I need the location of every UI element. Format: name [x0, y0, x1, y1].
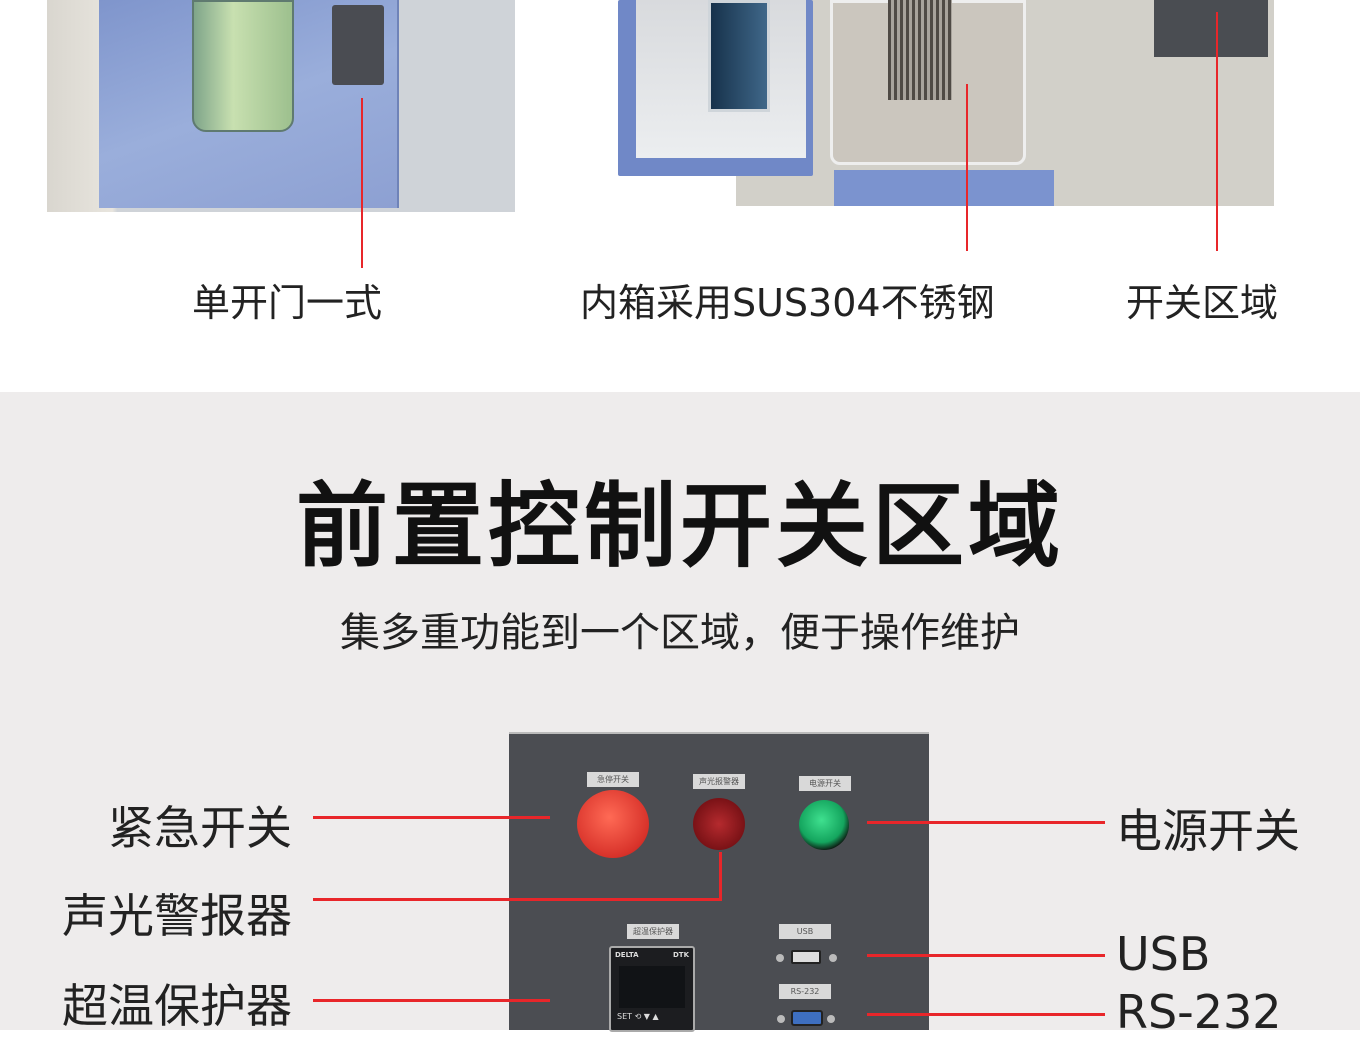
callout-rs232: RS-232	[1116, 985, 1282, 1039]
door-handle	[332, 5, 384, 85]
estop-plate: 急停开关	[587, 772, 639, 787]
callout-buzzer: 声光警报器	[62, 889, 292, 943]
rs232-port-icon	[791, 1010, 823, 1026]
controller-keys: SET ⟲ ▼ ▲	[617, 1012, 659, 1021]
callout-line	[313, 816, 550, 819]
caption-liner: 内箱采用SUS304不锈钢	[580, 281, 995, 325]
screw-icon	[827, 1015, 835, 1023]
section-subtitle: 集多重功能到一个区域，便于操作维护	[340, 610, 1020, 656]
callout-power: 电源开关	[1116, 804, 1300, 858]
controller-brand: DELTA	[615, 951, 639, 959]
section-title: 前置控制开关区域	[295, 473, 1064, 580]
buzzer-plate: 声光报警器	[693, 774, 745, 789]
callout-line	[867, 1013, 1105, 1016]
callout-line	[719, 852, 722, 901]
callout-overtemp: 超温保护器	[62, 979, 292, 1033]
power-button	[799, 800, 849, 850]
callout-line	[966, 84, 968, 251]
screw-icon	[777, 1015, 785, 1023]
callout-line	[867, 954, 1105, 957]
callout-usb: USB	[1116, 927, 1211, 981]
screw-icon	[776, 954, 784, 962]
controller-display	[619, 966, 685, 1008]
emergency-stop-button	[577, 790, 649, 858]
callout-line	[313, 999, 550, 1002]
callout-estop: 紧急开关	[108, 801, 292, 855]
buzzer-icon	[693, 798, 745, 850]
controller-model: DTK	[672, 951, 689, 959]
callout-line	[1216, 12, 1218, 251]
chamber-base	[834, 170, 1054, 206]
callout-line	[361, 98, 363, 268]
overtemp-plate: 超温保护器	[627, 924, 679, 939]
usb-plate: USB	[779, 924, 831, 939]
callout-line	[867, 821, 1105, 824]
screw-icon	[829, 954, 837, 962]
overtemp-controller: DELTA DTK SET ⟲ ▼ ▲	[609, 946, 695, 1032]
power-plate: 电源开关	[799, 776, 851, 791]
caption-door: 单开门一式	[192, 281, 383, 325]
usb-port-icon	[791, 950, 821, 964]
door-window	[708, 0, 770, 112]
fan-grille	[888, 0, 952, 100]
door-window	[192, 0, 294, 132]
open-chamber-photo	[618, 0, 1274, 206]
rs232-plate: RS-232	[779, 984, 831, 999]
top-section: 单开门一式 内箱采用SUS304不锈钢 开关区域	[0, 0, 1360, 392]
open-door	[618, 0, 813, 176]
callout-line	[313, 898, 722, 901]
switch-panel-thumbnail	[1154, 0, 1268, 57]
single-door-photo	[47, 0, 515, 212]
caption-switch-area: 开关区域	[1126, 281, 1279, 325]
